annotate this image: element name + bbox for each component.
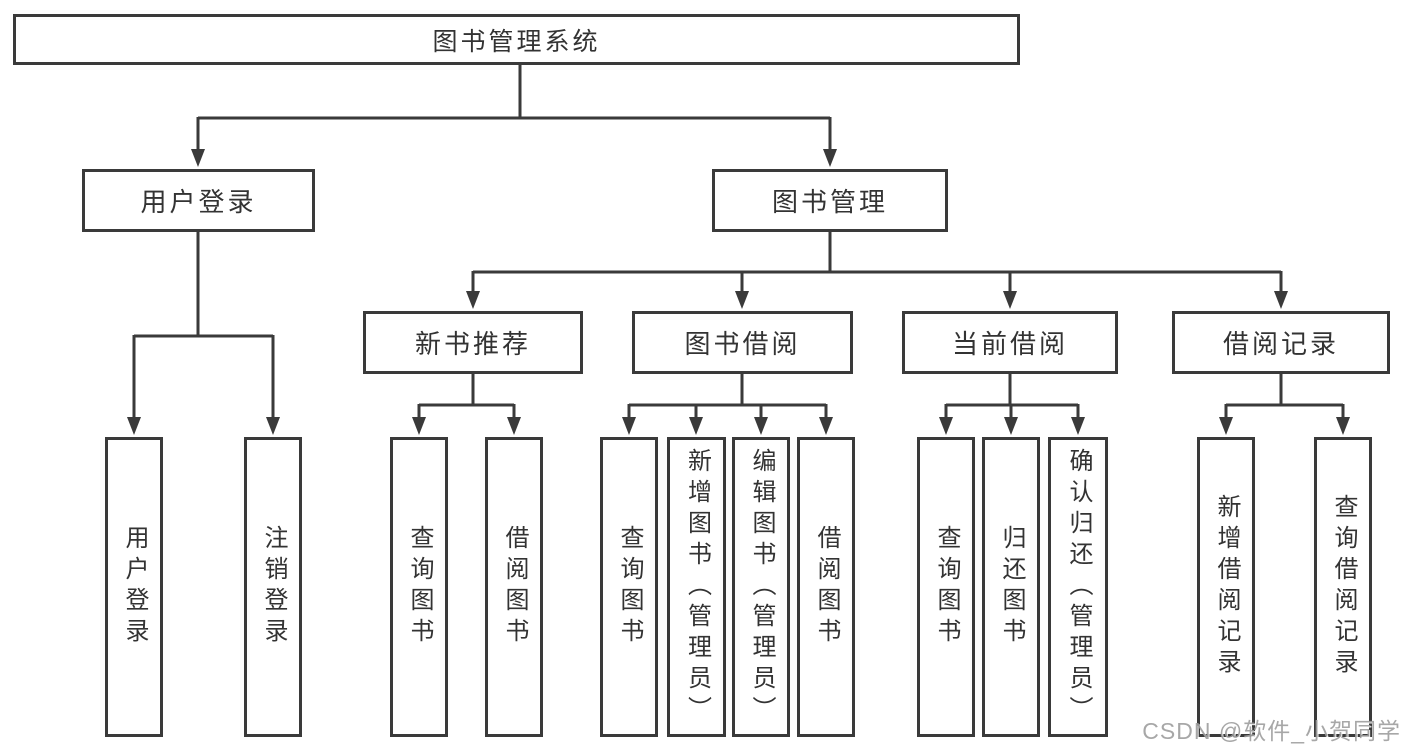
arrowhead	[1004, 417, 1018, 435]
leaf-bb-borrow-book-label: 借阅图书	[813, 525, 840, 649]
node-borrow-record-label: 借阅记录	[1222, 329, 1339, 359]
arrowhead	[1003, 291, 1017, 309]
node-book-management-label: 图书管理	[771, 187, 888, 217]
arrowhead	[466, 291, 480, 309]
node-current-borrow: 当前借阅	[902, 311, 1118, 374]
leaf-bb-add-book-admin: 新增图书（管理员）	[667, 437, 726, 737]
leaf-cb-confirm-return-admin: 确认归还（管理员）	[1048, 437, 1108, 737]
leaf-cb-return-book: 归还图书	[982, 437, 1040, 737]
leaf-cb-query-book-label: 查询图书	[933, 525, 960, 649]
node-book-management: 图书管理	[712, 169, 948, 232]
arrowhead	[1219, 417, 1233, 435]
leaf-user-login-label: 用户登录	[121, 525, 148, 649]
leaf-bb-query-book: 查询图书	[600, 437, 658, 737]
arrowhead	[622, 417, 636, 435]
leaf-logout: 注销登录	[244, 437, 302, 737]
node-root: 图书管理系统	[13, 14, 1020, 65]
node-user-login-label: 用户登录	[140, 187, 257, 217]
leaf-bb-add-book-admin-label: 新增图书（管理员）	[683, 447, 711, 727]
node-new-book-recommend-label: 新书推荐	[414, 329, 531, 359]
node-user-login: 用户登录	[82, 169, 315, 232]
arrowhead	[266, 417, 280, 435]
leaf-nbr-query-book: 查询图书	[390, 437, 448, 737]
leaf-cb-return-book-label: 归还图书	[998, 525, 1025, 649]
node-new-book-recommend: 新书推荐	[363, 311, 583, 374]
node-book-borrow-label: 图书借阅	[684, 329, 801, 359]
leaf-br-add-record: 新增借阅记录	[1197, 437, 1255, 737]
leaf-bb-borrow-book: 借阅图书	[797, 437, 855, 737]
arrowhead	[191, 149, 205, 167]
leaf-user-login: 用户登录	[105, 437, 163, 737]
arrowhead	[939, 417, 953, 435]
node-current-borrow-label: 当前借阅	[951, 329, 1068, 359]
arrowhead	[754, 417, 768, 435]
arrowhead	[127, 417, 141, 435]
arrowhead	[1071, 417, 1085, 435]
leaf-br-query-record-label: 查询借阅记录	[1330, 494, 1357, 680]
node-root-label: 图书管理系统	[432, 27, 601, 56]
arrowhead	[823, 149, 837, 167]
csdn-watermark: CSDN @软件_小贺同学	[1142, 718, 1401, 744]
leaf-bb-edit-book-admin: 编辑图书（管理员）	[732, 437, 790, 737]
arrowhead	[735, 291, 749, 309]
leaf-bb-edit-book-admin-label: 编辑图书（管理员）	[748, 447, 775, 727]
leaf-nbr-borrow-book: 借阅图书	[485, 437, 543, 737]
node-borrow-record: 借阅记录	[1172, 311, 1390, 374]
leaf-bb-query-book-label: 查询图书	[616, 525, 643, 649]
leaf-cb-confirm-return-admin-label: 确认归还（管理员）	[1065, 447, 1092, 727]
leaf-logout-label: 注销登录	[260, 525, 287, 649]
leaf-cb-query-book: 查询图书	[917, 437, 975, 737]
leaf-br-query-record: 查询借阅记录	[1314, 437, 1372, 737]
arrowhead	[1274, 291, 1288, 309]
arrowhead	[507, 417, 521, 435]
leaf-nbr-borrow-book-label: 借阅图书	[501, 525, 528, 649]
leaf-br-add-record-label: 新增借阅记录	[1213, 494, 1240, 680]
leaf-nbr-query-book-label: 查询图书	[406, 525, 433, 649]
node-book-borrow: 图书借阅	[632, 311, 853, 374]
arrowhead	[1336, 417, 1350, 435]
arrowhead	[819, 417, 833, 435]
arrowhead	[412, 417, 426, 435]
arrowhead	[689, 417, 703, 435]
